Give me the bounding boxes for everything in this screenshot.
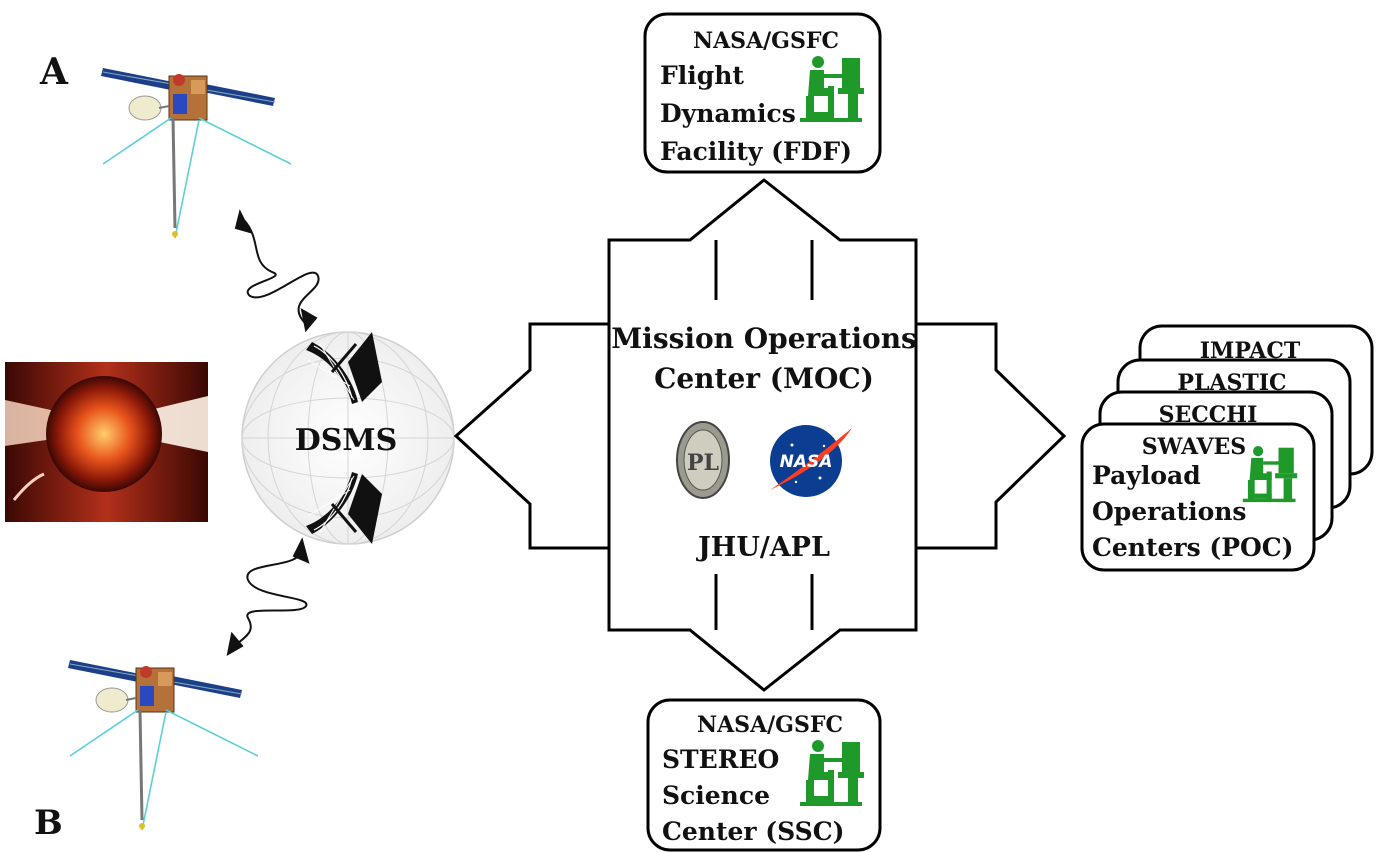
- uplink-wave-arrow-top: [234, 209, 320, 333]
- fdf-line-2: Dynamics: [660, 99, 796, 128]
- spacecraft-b-label: B: [34, 803, 63, 843]
- fdf-line-3: Facility (FDF): [660, 137, 852, 166]
- spacecraft-b-image: [66, 658, 260, 832]
- apl-seal-icon: PL: [676, 421, 730, 499]
- poc-card-stack: IMPACT PLASTIC SECCHI SWAVES Payload Ope…: [1080, 324, 1374, 572]
- poc-instrument-swaves: SWAVES: [1142, 434, 1246, 460]
- moc-org-label: JHU/APL: [696, 532, 830, 563]
- moc-title-line1: Mission Operations: [611, 322, 917, 355]
- moc-title-line2: Center (MOC): [654, 362, 874, 395]
- downlink-wave-arrow-bottom: [226, 537, 310, 656]
- fdf-line-1: Flight: [660, 61, 744, 90]
- dsms-label: DSMS: [295, 423, 398, 458]
- ssc-box: NASA/GSFC STEREO Science Center (SSC): [646, 698, 882, 852]
- svg-text:NASA: NASA: [780, 452, 833, 472]
- nasa-logo-icon: NASA: [770, 425, 852, 497]
- poc-line-3: Centers (POC): [1092, 533, 1294, 562]
- spacecraft-a-image: [99, 66, 293, 240]
- dsms-globe: [241, 331, 455, 545]
- poc-line-2: Operations: [1092, 497, 1247, 526]
- moc-arrow-arms: [607, 240, 918, 630]
- sun-image: [5, 362, 208, 522]
- ssc-org: NASA/GSFC: [697, 712, 843, 738]
- fdf-box: NASA/GSFC Flight Dynamics Facility (FDF): [643, 12, 882, 174]
- spacecraft-a-label: A: [39, 51, 69, 93]
- poc-line-1: Payload: [1092, 461, 1201, 490]
- moc-cross-arrow: [453, 178, 1067, 692]
- ssc-line-2: Science: [662, 781, 770, 810]
- ssc-line-3: Center (SSC): [662, 817, 844, 846]
- fdf-org: NASA/GSFC: [693, 28, 839, 54]
- svg-text:PL: PL: [687, 450, 719, 476]
- ssc-line-1: STEREO: [662, 745, 779, 774]
